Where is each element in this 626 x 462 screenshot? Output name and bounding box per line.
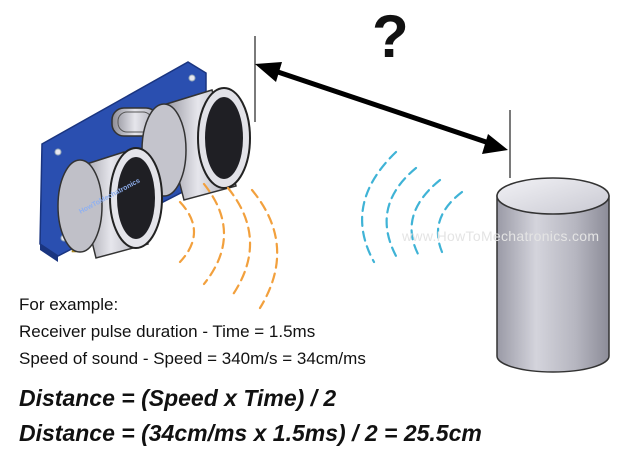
watermark: www.HowToMechatronics.com <box>402 228 600 244</box>
distance-formula: Distance = (Speed x Time) / 2 <box>19 385 337 411</box>
receiver-transducer <box>141 87 251 201</box>
target-object <box>496 177 610 373</box>
example-time-line: Receiver pulse duration - Time = 1.5ms <box>19 322 316 341</box>
mounting-hole <box>188 74 196 82</box>
transmit-waves <box>178 182 279 310</box>
example-heading: For example: <box>19 295 119 314</box>
question-mark: ? <box>372 3 409 70</box>
sensor-board-edge <box>40 244 58 262</box>
distance-arrow <box>255 62 508 154</box>
transmitter-transducer <box>57 147 163 259</box>
echo-waves <box>361 150 464 264</box>
distance-calculation: Distance = (34cm/ms x 1.5ms) / 2 = 25.5c… <box>19 420 482 446</box>
example-speed-line: Speed of sound - Speed = 340m/s = 34cm/m… <box>19 349 366 368</box>
mounting-hole <box>54 148 62 156</box>
ultrasonic-sensor: HowToMechatronics <box>39 61 251 262</box>
